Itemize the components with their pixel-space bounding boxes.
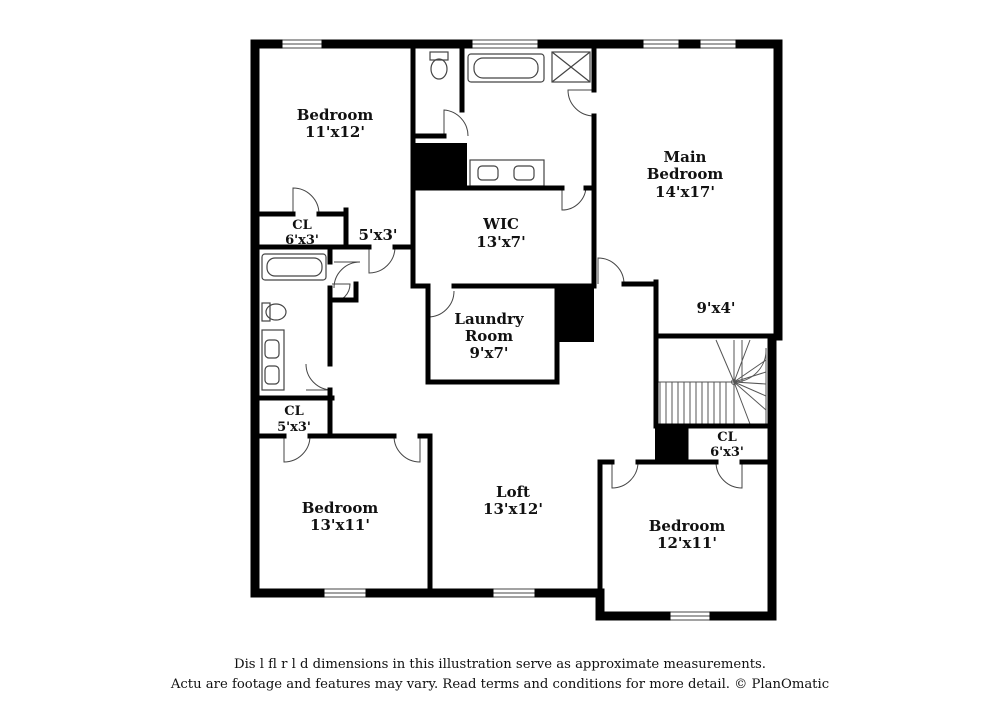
vanity	[261, 329, 285, 391]
closet-left-size: 5'x3'	[277, 420, 311, 435]
bathroom-fixtures	[261, 51, 591, 391]
chase	[655, 426, 686, 462]
staircase	[655, 339, 767, 425]
main-bedroom-name-line2: Bedroom	[647, 165, 724, 183]
solid-wall-blocks	[413, 143, 686, 462]
closet-top-left-name: CL	[292, 218, 312, 233]
laundry-size: 9'x7'	[469, 344, 508, 362]
closet-left-name: CL	[284, 404, 304, 419]
laundry-name-line1: Laundry	[454, 310, 524, 328]
closet-top-left-size: 6'x3'	[285, 233, 319, 248]
bedroom-top-left-size: 11'x12'	[305, 123, 365, 141]
wic-size: 13'x7'	[476, 233, 525, 251]
chase	[557, 286, 594, 342]
disclaimer-line-2: Actu are footage and features may vary. …	[170, 677, 830, 692]
walls	[250, 39, 783, 621]
main-alcove-size: 9'x4'	[696, 299, 735, 317]
main-bedroom-name-line1: Main	[664, 148, 707, 166]
windows	[277, 39, 741, 621]
toilet	[265, 303, 287, 321]
bedroom-bottom-right-name: Bedroom	[649, 517, 726, 535]
bedroom-bottom-left-name: Bedroom	[302, 499, 379, 517]
shower	[551, 51, 591, 83]
laundry-name-line2: Room	[465, 327, 513, 345]
loft-size: 13'x12'	[483, 500, 543, 518]
main-bedroom-size: 14'x17'	[655, 183, 715, 201]
toilet	[430, 58, 448, 80]
doors	[283, 89, 743, 489]
vanity	[469, 159, 545, 187]
bedroom-bottom-right-size: 12'x11'	[657, 534, 717, 552]
bathtub	[261, 253, 327, 281]
loft-name: Loft	[496, 483, 530, 501]
bedroom-top-left-name: Bedroom	[297, 106, 374, 124]
closet-right-size: 6'x3'	[710, 445, 744, 460]
wic-name: WIC	[482, 215, 519, 233]
closet-right-name: CL	[717, 430, 737, 445]
disclaimer-line-1: Dis l fl r l d dimensions in this illust…	[234, 657, 766, 672]
bathtub	[467, 53, 545, 83]
bedroom-bottom-left-size: 13'x11'	[310, 516, 370, 534]
hall-closet-size: 5'x3'	[358, 226, 397, 244]
room-labels: Bedroom 11'x12' CL 6'x3' 5'x3' WIC 13'x7…	[277, 106, 744, 552]
chase	[413, 143, 467, 186]
